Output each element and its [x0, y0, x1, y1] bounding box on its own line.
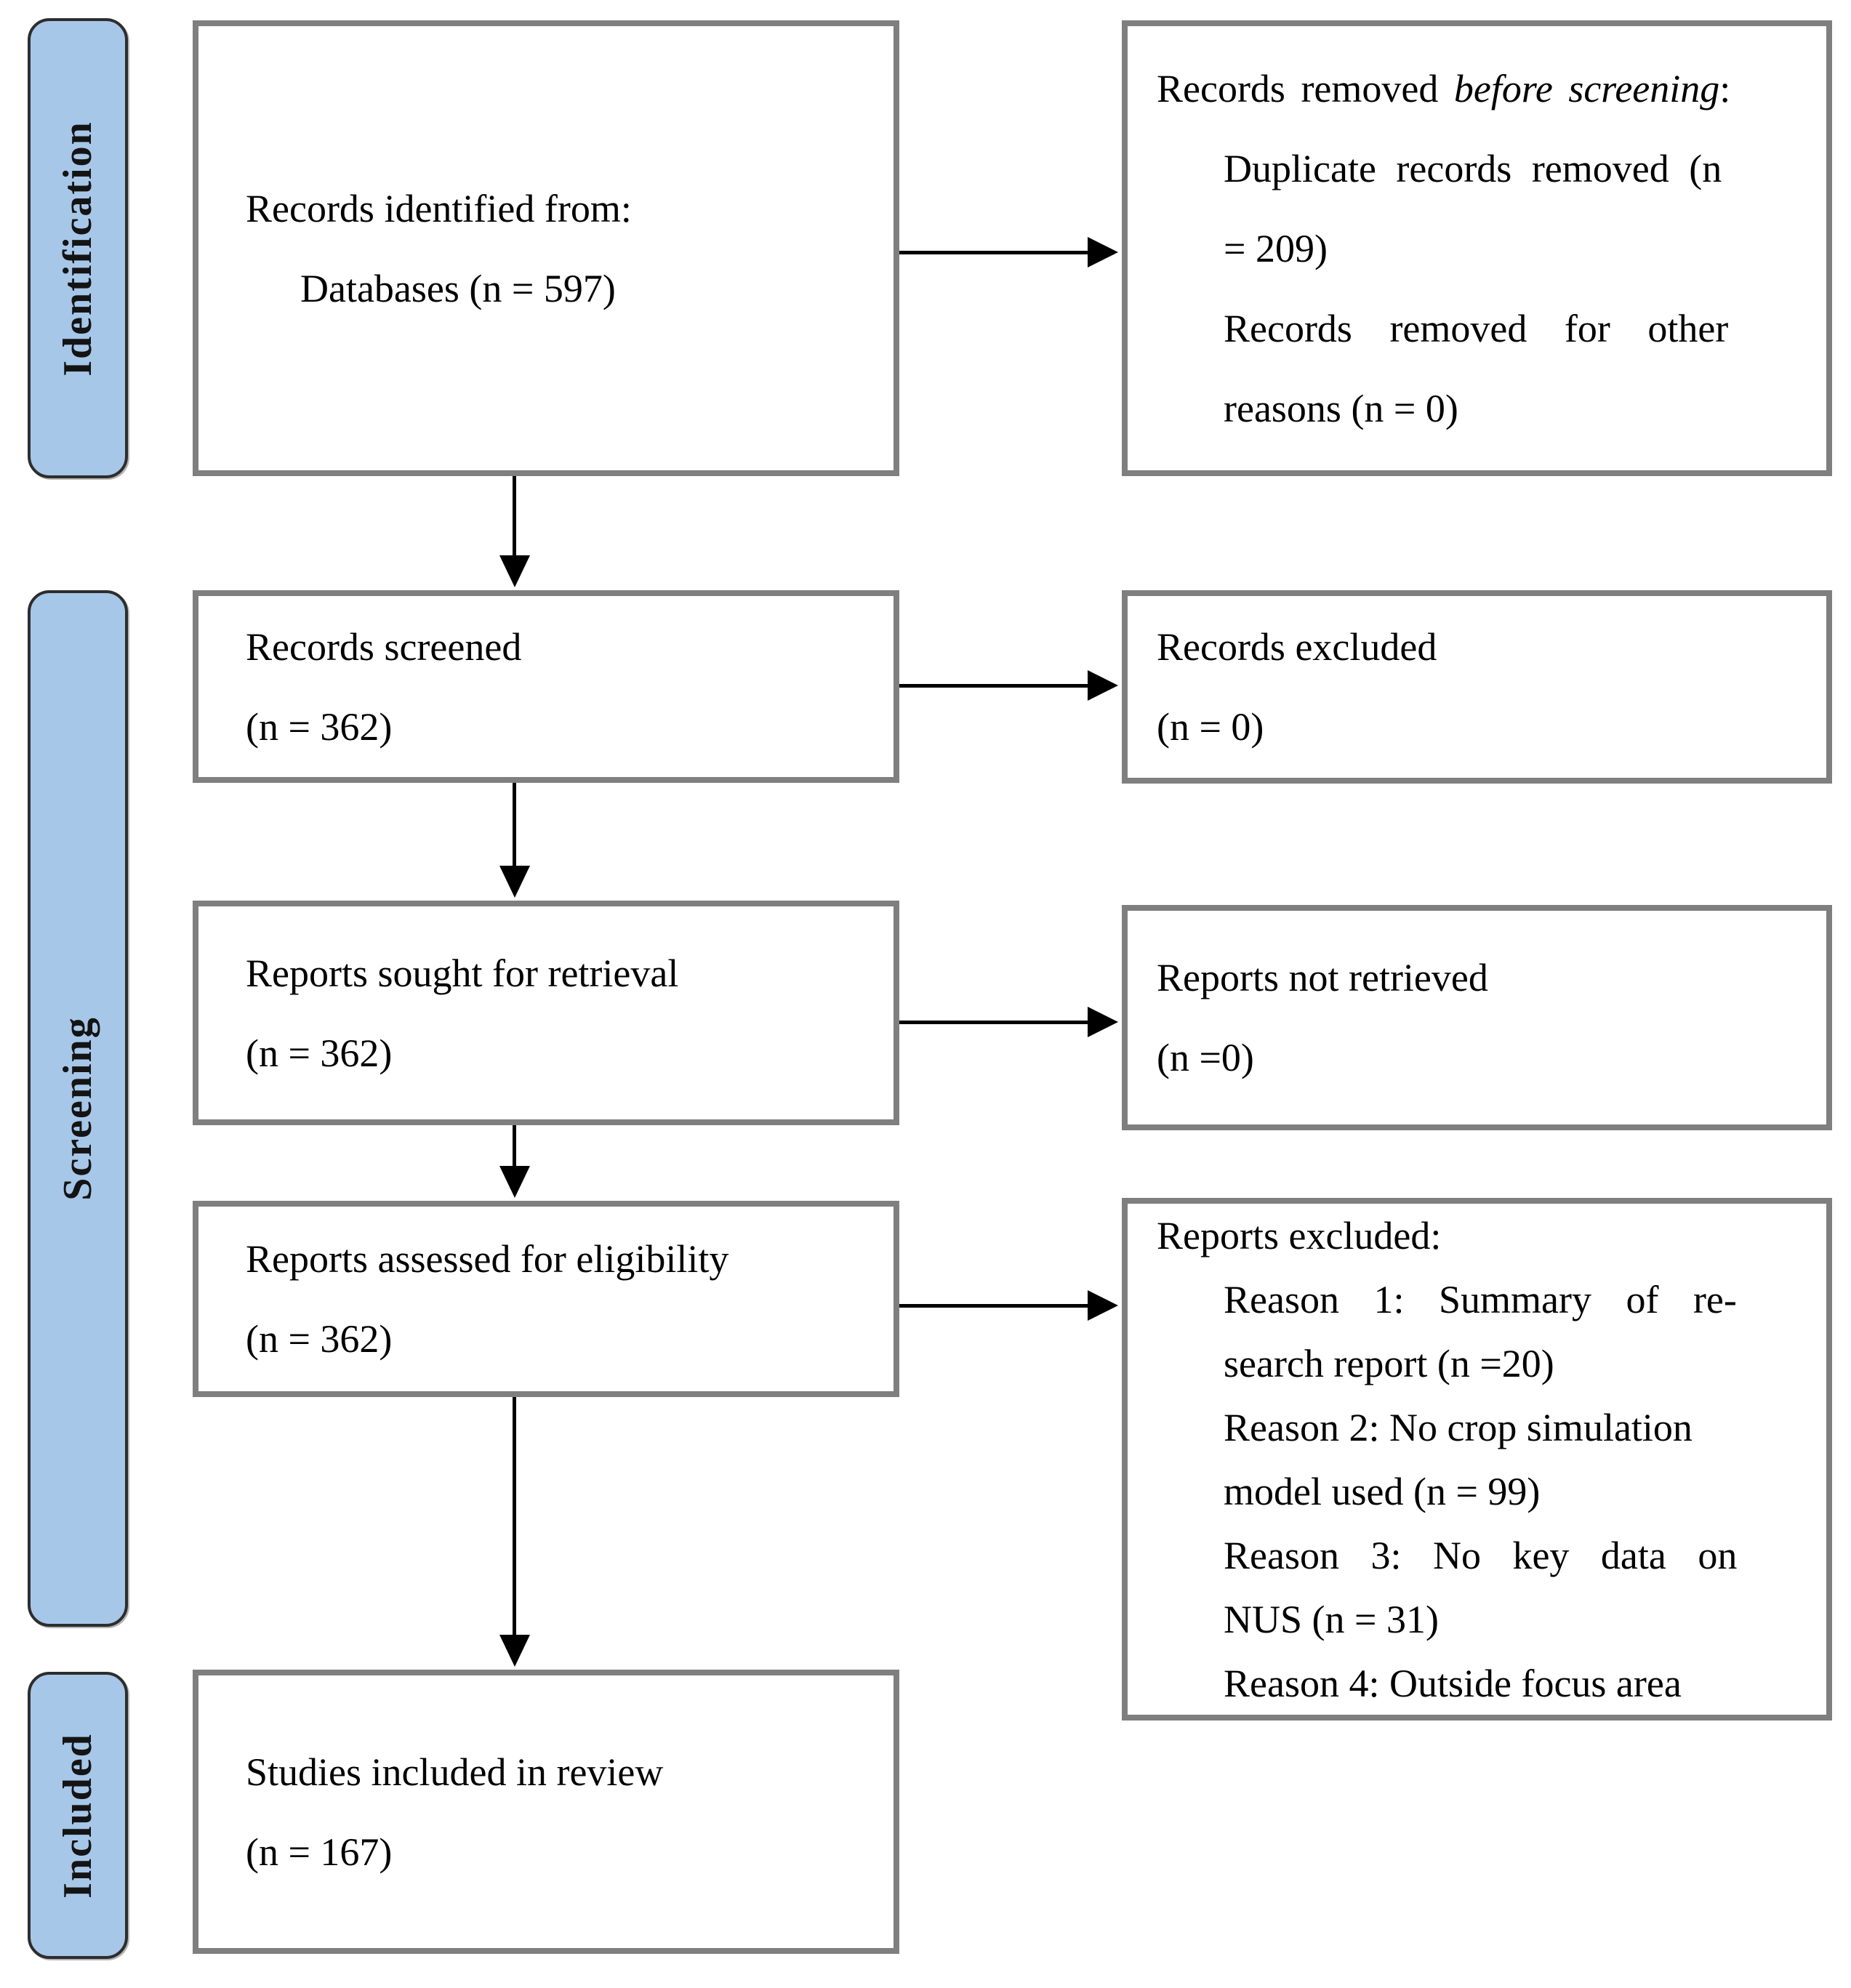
- box-reports-sought-text: Reports sought for retrieval (n = 362): [246, 933, 872, 1093]
- text-line: (n =0): [1157, 1036, 1254, 1079]
- stage-label-identification: Identification: [55, 120, 100, 377]
- text-line: Reason 4: Outside focus area: [1224, 1661, 1682, 1705]
- text-line: (n = 362): [246, 1317, 393, 1361]
- text-line: Studies included in review: [246, 1750, 664, 1794]
- stage-bar-screening: Screening: [28, 590, 128, 1627]
- stage-bar-included: Included: [28, 1672, 128, 1959]
- text-line: Reports not retrieved: [1157, 956, 1488, 999]
- box-records-identified-text: Records identified from: Databases (n = 5…: [246, 169, 872, 329]
- box-reports-not-retrieved: Reports not retrieved (n =0): [1122, 905, 1832, 1130]
- text-line: Reason 1: Summary of re-: [1224, 1277, 1737, 1321]
- text-line: Reason 2: No crop simulation: [1224, 1405, 1693, 1449]
- text-line: Reports assessed for eligibility: [246, 1237, 729, 1281]
- before-screening-italic: before screening: [1453, 66, 1720, 110]
- text-line: Duplicate records removed (n: [1224, 146, 1722, 190]
- box-studies-included-text: Studies included in review (n = 167): [246, 1732, 872, 1892]
- box-records-removed-items: Duplicate records removed (n = 209) Record…: [1157, 129, 1807, 448]
- text-line: Reports sought for retrieval: [246, 951, 679, 995]
- text-line: Records excluded: [1157, 625, 1437, 669]
- text-line: Databases (n = 597): [300, 266, 616, 310]
- text-line: search report (n =20): [1224, 1341, 1554, 1385]
- text-line: (n = 167): [246, 1830, 393, 1874]
- box-reports-excluded-title: Reports excluded:: [1157, 1213, 1442, 1257]
- box-reports-sought: Reports sought for retrieval (n = 362): [193, 901, 899, 1125]
- text-line: (n = 362): [246, 704, 393, 749]
- text-line: (n = 362): [246, 1031, 393, 1075]
- box-records-removed-title: Records removed before screening:: [1157, 66, 1731, 110]
- box-records-screened: Records screened (n = 362): [193, 590, 899, 783]
- box-records-excluded-text: Records excluded (n = 0): [1157, 607, 1807, 767]
- text-line: Records screened: [246, 624, 522, 669]
- stage-label-included: Included: [55, 1732, 100, 1899]
- text-line: NUS (n = 31): [1224, 1597, 1439, 1641]
- box-studies-included: Studies included in review (n = 167): [193, 1670, 899, 1954]
- box-reports-excluded-items: Reason 1: Summary of re-search report (n…: [1157, 1268, 1807, 1715]
- text-line: reasons (n = 0): [1224, 386, 1458, 430]
- box-records-identified: Records identified from: Databases (n = 5…: [193, 20, 899, 476]
- text-line: Records removed for other: [1224, 306, 1729, 350]
- box-records-removed: Records removed before screening: Duplic…: [1122, 20, 1832, 476]
- stage-bar-identification: Identification: [28, 18, 128, 478]
- box-records-excluded: Records excluded (n = 0): [1122, 590, 1832, 784]
- box-records-screened-text: Records screened (n = 362): [246, 607, 872, 767]
- text-line: (n = 0): [1157, 705, 1264, 749]
- box-reports-assessed: Reports assessed for eligibility (n = 362…: [193, 1201, 899, 1397]
- box-reports-assessed-text: Reports assessed for eligibility (n = 362…: [246, 1219, 872, 1379]
- box-reports-excluded: Reports excluded: Reason 1: Summary of r…: [1122, 1198, 1832, 1721]
- text-line: model used (n = 99): [1224, 1469, 1541, 1513]
- stage-label-screening: Screening: [55, 1016, 100, 1201]
- box-reports-not-retrieved-text: Reports not retrieved (n =0): [1157, 938, 1807, 1098]
- text-line: Reason 3: No key data on: [1224, 1533, 1738, 1577]
- text-line: Records identified from:: [246, 186, 632, 230]
- text-line: = 209): [1224, 226, 1328, 270]
